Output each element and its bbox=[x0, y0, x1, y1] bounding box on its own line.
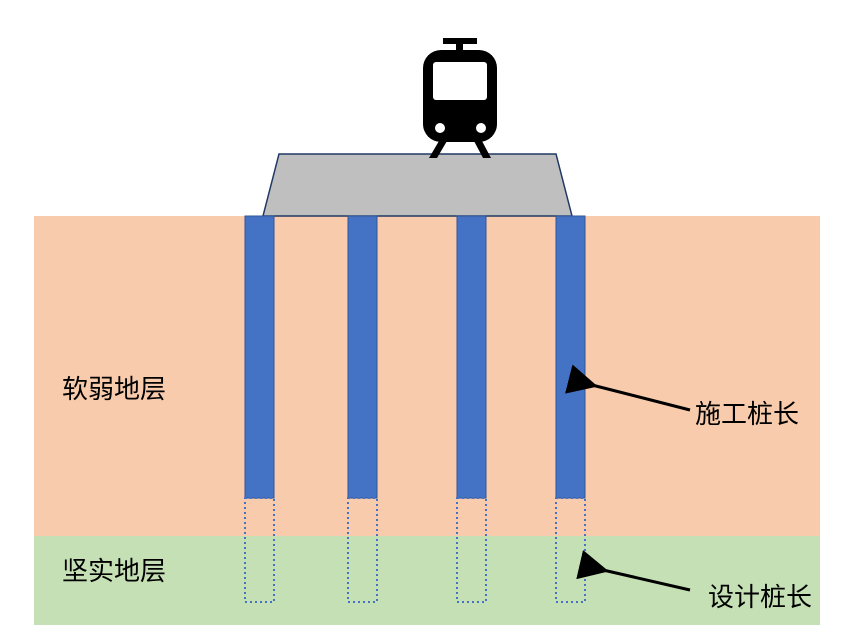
soft-soil-layer bbox=[34, 216, 820, 536]
pile-3-construction bbox=[456, 215, 487, 499]
design-length-arrow bbox=[576, 550, 691, 592]
pile-2-design-extension bbox=[347, 497, 378, 603]
pile-4-design-extension bbox=[555, 497, 586, 603]
pile-4-construction bbox=[555, 215, 586, 499]
design-pile-length-label: 设计桩长 bbox=[708, 583, 812, 613]
construction-length-arrow bbox=[565, 364, 691, 412]
pile-1-design-extension bbox=[244, 497, 275, 603]
train-icon bbox=[423, 38, 497, 158]
pile-1-construction bbox=[244, 215, 275, 499]
hard-layer-label: 坚实地层 bbox=[62, 557, 166, 587]
pile-3-design-extension bbox=[456, 497, 487, 603]
pile-2-construction bbox=[347, 215, 378, 499]
construction-pile-length-label: 施工桩长 bbox=[695, 400, 799, 430]
soft-layer-label: 软弱地层 bbox=[62, 375, 166, 405]
hard-soil-layer bbox=[34, 536, 820, 625]
embankment bbox=[262, 153, 573, 217]
